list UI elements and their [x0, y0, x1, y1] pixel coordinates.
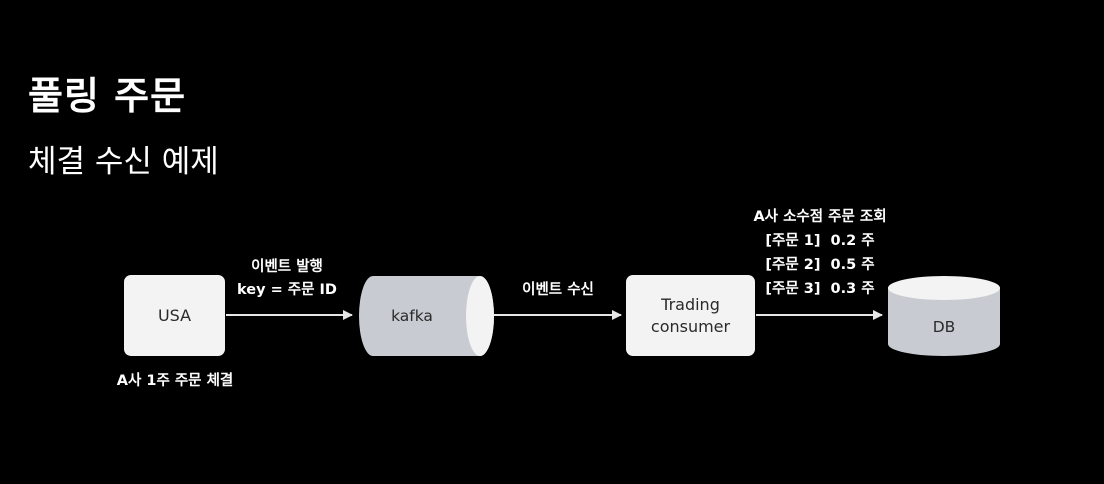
kafka-label: kafka [391, 307, 433, 325]
query-edge-label: A사 소수점 주문 조회 [주문 1] 0.2 주 [주문 2] 0.5 주 [… [735, 205, 905, 301]
slide-title: 풀링 주문 [28, 74, 187, 118]
db-node: DB [888, 276, 1000, 356]
kafka-cylinder-end [466, 276, 494, 356]
receive-edge-label: 이벤트 수신 [522, 282, 594, 298]
db-label: DB [933, 318, 956, 336]
db-cylinder-top [888, 276, 1000, 300]
publish-label-line2: key = 주문 ID [237, 282, 337, 298]
db-cylinder-body [888, 288, 1000, 356]
publish-label-line1: 이벤트 발행 [251, 259, 323, 275]
kafka-cylinder-body [359, 276, 494, 356]
usa-node: USA [124, 275, 225, 356]
query-label-line2: [주문 1] 0.2 주 [765, 233, 875, 249]
query-label-line4: [주문 3] 0.3 주 [765, 281, 875, 297]
query-label-line1: A사 소수점 주문 조회 [753, 209, 887, 225]
publish-edge-label: 이벤트 발행 key = 주문 ID [222, 256, 352, 302]
slide-subtitle: 체결 수신 예제 [28, 144, 219, 180]
consumer-label-line2: consumer [650, 316, 731, 336]
query-label-line3: [주문 2] 0.5 주 [765, 257, 875, 273]
usa-label: USA [157, 306, 192, 325]
kafka-node: kafka [359, 276, 494, 356]
usa-annotation: A사 1주 주문 체결 [116, 373, 234, 389]
trading-consumer-node: Trading consumer [626, 275, 755, 356]
consumer-label-line1: Trading [661, 294, 720, 314]
